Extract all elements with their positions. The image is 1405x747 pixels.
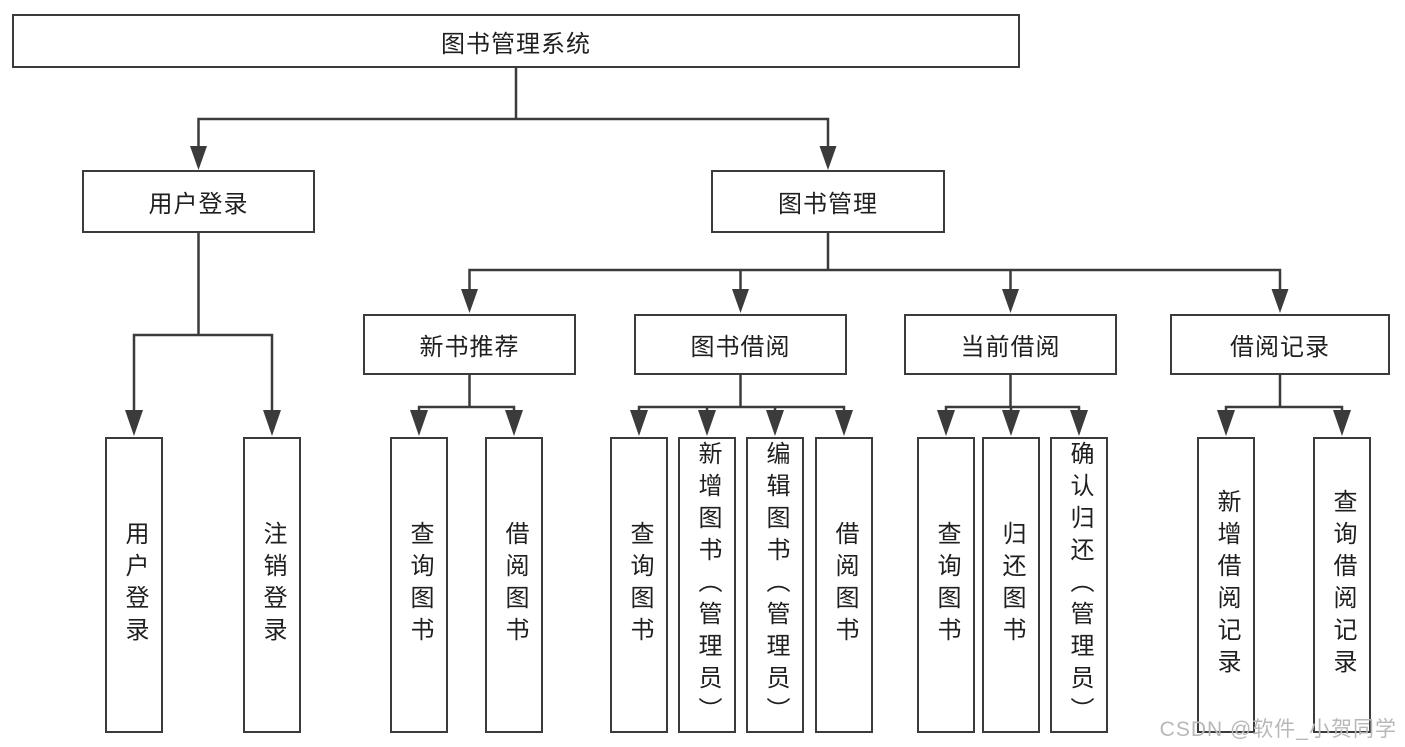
leaf-label: 归还图书 (998, 521, 1025, 649)
leaf-label: 编辑图书（管理员） (762, 441, 789, 729)
leaf-borrow-query: 查询图书 (610, 437, 668, 733)
leaf-label: 注销登录 (259, 521, 286, 649)
leaf-label: 新增借阅记录 (1213, 489, 1240, 681)
leaf-label: 查询图书 (406, 521, 433, 649)
leaf-records-query: 查询借阅记录 (1313, 437, 1371, 733)
leaf-label: 用户登录 (121, 521, 148, 649)
leaf-label: 查询图书 (933, 521, 960, 649)
leaf-current-query: 查询图书 (917, 437, 975, 733)
leaf-label: 查询借阅记录 (1329, 489, 1356, 681)
node-root-system: 图书管理系统 (12, 14, 1020, 68)
node-borrow-records: 借阅记录 (1170, 314, 1390, 375)
leaf-label: 新增图书（管理员） (694, 441, 721, 729)
node-book-borrow: 图书借阅 (634, 314, 847, 375)
watermark: CSDN @软件_小贺同学 (1159, 718, 1397, 741)
leaf-borrow-edit-admin: 编辑图书（管理员） (746, 437, 804, 733)
node-book-management: 图书管理 (711, 170, 945, 233)
leaf-newbooks-query: 查询图书 (390, 437, 448, 733)
leaf-records-add: 新增借阅记录 (1197, 437, 1255, 733)
leaf-current-confirm-return-admin: 确认归还（管理员） (1050, 437, 1108, 733)
node-user-login: 用户登录 (82, 170, 315, 233)
leaf-current-return: 归还图书 (982, 437, 1040, 733)
leaf-label: 确认归还（管理员） (1066, 441, 1093, 729)
leaf-logout-login: 注销登录 (243, 437, 301, 733)
leaf-borrow-add-admin: 新增图书（管理员） (678, 437, 736, 733)
node-current-borrow: 当前借阅 (904, 314, 1117, 375)
leaf-borrow-borrow: 借阅图书 (815, 437, 873, 733)
leaf-label: 借阅图书 (501, 521, 528, 649)
leaf-user-login: 用户登录 (105, 437, 163, 733)
node-new-book-recommend: 新书推荐 (363, 314, 576, 375)
leaf-newbooks-borrow: 借阅图书 (485, 437, 543, 733)
leaf-label: 借阅图书 (831, 521, 858, 649)
leaf-label: 查询图书 (626, 521, 653, 649)
